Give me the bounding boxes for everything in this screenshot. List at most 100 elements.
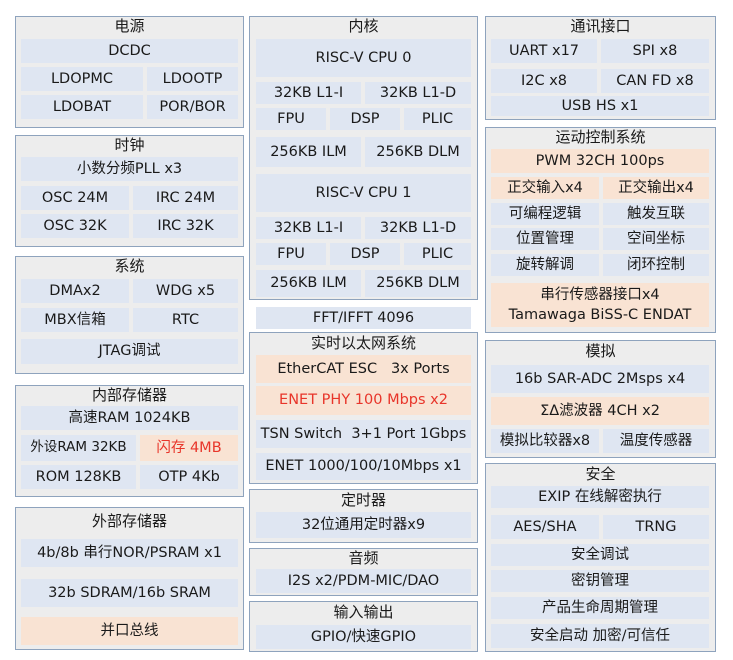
- ethernet-group: 实时以太网系统 EtherCAT ESC 3x Ports ENET PHY 1…: [249, 332, 478, 484]
- serial-sensor-block: 串行传感器接口x4 Tamawaga BiSS-C ENDAT: [491, 283, 709, 327]
- cpu1-fpu-block: FPU: [256, 243, 326, 265]
- ldopmc-block: LDOPMC: [21, 67, 143, 91]
- clock-title: 时钟: [114, 136, 145, 154]
- gp-timer-block: 32位通用定时器x9: [256, 512, 471, 538]
- plb-block: 可编程逻辑: [491, 203, 599, 225]
- audio-title: 音频: [348, 549, 379, 567]
- sar-adc-block: 16b SAR-ADC 2Msps x4: [491, 365, 709, 393]
- qeo-block: 正交输出x4: [603, 177, 709, 199]
- clock-group: 时钟 小数分频PLL x3 OSC 24M IRC 24M OSC 32K IR…: [15, 135, 244, 247]
- enet-1000-block: ENET 1000/100/10Mbps x1: [256, 453, 471, 480]
- external-memory-title: 外部存储器: [91, 512, 167, 530]
- jtag-block: JTAG调试: [21, 339, 238, 364]
- osc24-block: OSC 24M: [21, 186, 129, 210]
- security-title: 安全: [585, 465, 616, 483]
- cpu1-dlm-block: 256KB DLM: [365, 270, 471, 297]
- parallel-bus-block: 并口总线: [21, 617, 238, 645]
- space-coord-block: 空间坐标: [603, 228, 709, 250]
- qei-block: 正交输入x4: [491, 177, 599, 199]
- power-title: 电源: [114, 17, 145, 35]
- nor-psram-block: 4b/8b 串行NOR/PSRAM x1: [21, 539, 238, 567]
- motion-title: 运动控制系统: [555, 128, 646, 146]
- sigma-delta-block: ΣΔ滤波器 4CH x2: [491, 397, 709, 425]
- comparator-block: 模拟比较器x8: [491, 429, 599, 453]
- mbx-block: MBX信箱: [21, 308, 129, 332]
- timer-group: 定时器 32位通用定时器x9: [249, 489, 478, 543]
- ldobat-block: LDOBAT: [21, 95, 143, 119]
- tsn-switch-block: TSN Switch 3+1 Port 1Gbps: [256, 420, 471, 448]
- rtc-block: RTC: [133, 308, 238, 332]
- enet-phy-block: ENET PHY 100 Mbps x2: [256, 386, 471, 415]
- cpu1-l1d-block: 32KB L1-D: [365, 217, 471, 239]
- rom-block: ROM 128KB: [21, 465, 136, 489]
- sram-block: 高速RAM 1024KB: [21, 406, 238, 430]
- gpio-block: GPIO/快速GPIO: [256, 625, 471, 649]
- secure-debug-block: 安全调试: [491, 544, 709, 566]
- temp-sensor-block: 温度传感器: [603, 429, 709, 453]
- usb-block: USB HS x1: [491, 96, 709, 116]
- exip-block: EXIP 在线解密执行: [491, 486, 709, 508]
- cpu0-l1i-block: 32KB L1-I: [256, 82, 361, 104]
- system-title: 系统: [114, 257, 145, 275]
- ethercat-block: EtherCAT ESC 3x Ports: [256, 355, 471, 383]
- cpu1-ilm-block: 256KB ILM: [256, 270, 361, 297]
- cpu0-dsp-block: DSP: [330, 108, 400, 130]
- comm-title: 通讯接口: [570, 17, 631, 35]
- irc32-block: IRC 32K: [133, 214, 238, 238]
- internal-memory-title: 内部存储器: [91, 386, 167, 404]
- system-group: 系统 DMAx2 WDG x5 MBX信箱 RTC JTAG调试: [15, 256, 244, 374]
- irc24-block: IRC 24M: [133, 186, 238, 210]
- position-mgmt-block: 位置管理: [491, 228, 599, 250]
- cpu1-l1i-block: 32KB L1-I: [256, 217, 361, 239]
- dcdc-block: DCDC: [21, 39, 238, 63]
- cpu0-ilm-block: 256KB ILM: [256, 137, 361, 167]
- ldootp-block: LDOOTP: [147, 67, 238, 91]
- secure-boot-block: 安全启动 加密/可信任: [491, 624, 709, 648]
- serial-sensor-label: 串行传感器接口x4: [540, 286, 660, 303]
- core-title: 内核: [348, 17, 379, 35]
- sdram-block: 32b SDRAM/16b SRAM: [21, 579, 238, 607]
- i2c-block: I2C x8: [491, 69, 597, 93]
- cpu0-dlm-block: 256KB DLM: [365, 137, 471, 167]
- trigger-mux-block: 触发互联: [603, 203, 709, 225]
- audio-group: 音频 I2S x2/PDM-MIC/DAO: [249, 548, 478, 596]
- flash-block: 闪存 4MB: [140, 435, 238, 461]
- serial-sensor-protocols: Tamawaga BiSS-C ENDAT: [508, 306, 692, 323]
- cpu1-block: RISC-V CPU 1: [256, 174, 471, 212]
- pwm-block: PWM 32CH 100ps: [491, 149, 709, 173]
- motion-group: 运动控制系统 PWM 32CH 100ps 正交输入x4 正交输出x4 可编程逻…: [485, 127, 716, 333]
- cpu0-fpu-block: FPU: [256, 108, 326, 130]
- trng-block: TRNG: [603, 515, 709, 539]
- uart-block: UART x17: [491, 39, 597, 63]
- key-mgmt-block: 密钥管理: [491, 570, 709, 592]
- canfd-block: CAN FD x8: [601, 69, 709, 93]
- core-group: 内核 RISC-V CPU 0 32KB L1-I 32KB L1-D FPU …: [249, 16, 478, 300]
- dma-block: DMAx2: [21, 279, 129, 303]
- ethernet-title: 实时以太网系统: [310, 334, 416, 352]
- otp-block: OTP 4Kb: [140, 465, 238, 489]
- io-group: 输入输出 GPIO/快速GPIO: [249, 601, 478, 652]
- internal-memory-group: 内部存储器 高速RAM 1024KB 外设RAM 32KB 闪存 4MB ROM…: [15, 385, 244, 497]
- timer-title: 定时器: [340, 491, 386, 509]
- pll-block: 小数分频PLL x3: [21, 157, 238, 181]
- aes-sha-block: AES/SHA: [491, 515, 599, 539]
- closed-loop-block: 闭环控制: [603, 254, 709, 276]
- security-group: 安全 EXIP 在线解密执行 AES/SHA TRNG 安全调试 密钥管理 产品…: [485, 463, 716, 652]
- comm-group: 通讯接口 UART x17 SPI x8 I2C x8 CAN FD x8 US…: [485, 16, 716, 120]
- cpu1-plic-block: PLIC: [404, 243, 471, 265]
- i2s-block: I2S x2/PDM-MIC/DAO: [256, 569, 471, 593]
- analog-group: 模拟 16b SAR-ADC 2Msps x4 ΣΔ滤波器 4CH x2 模拟比…: [485, 340, 716, 458]
- cpu0-l1d-block: 32KB L1-D: [365, 82, 471, 104]
- por-bor-block: POR/BOR: [147, 95, 238, 119]
- cpu0-block: RISC-V CPU 0: [256, 39, 471, 77]
- fft-block: FFT/IFFT 4096: [256, 307, 471, 329]
- io-title: 输入输出: [333, 603, 394, 621]
- wdg-block: WDG x5: [133, 279, 238, 303]
- spi-block: SPI x8: [601, 39, 709, 63]
- cpu1-dsp-block: DSP: [330, 243, 400, 265]
- osc32-block: OSC 32K: [21, 214, 129, 238]
- peripheral-ram-block: 外设RAM 32KB: [21, 435, 136, 461]
- external-memory-group: 外部存储器 4b/8b 串行NOR/PSRAM x1 32b SDRAM/16b…: [15, 507, 244, 650]
- power-group: 电源 DCDC LDOPMC LDOOTP LDOBAT POR/BOR: [15, 16, 244, 128]
- analog-title: 模拟: [585, 342, 616, 360]
